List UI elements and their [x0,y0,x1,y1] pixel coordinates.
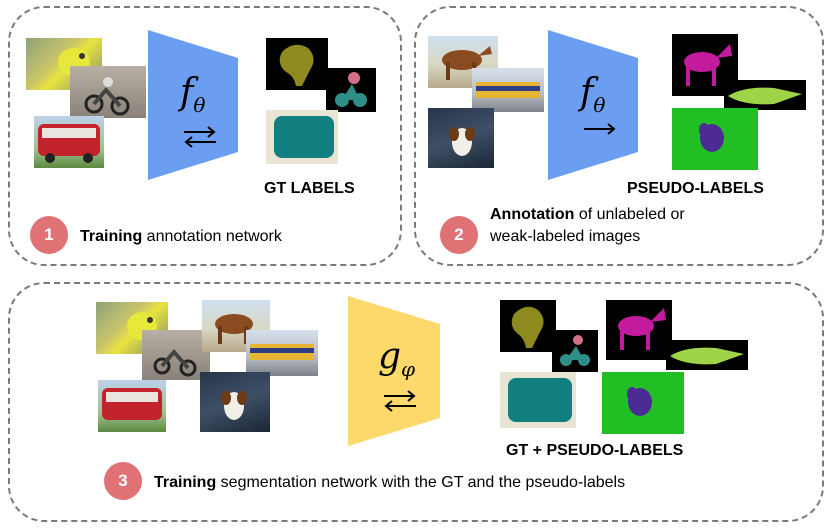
panel-training-annotation-network [8,6,402,266]
annotation-network-symbol-2: fθ [580,72,606,117]
mask-dog [672,108,758,170]
step-badge-1: 1 [30,216,68,254]
step-badge-3: 3 [104,462,142,500]
mask-parrot [266,38,328,90]
mask-horse-3 [606,300,672,360]
mask-motorbike-3 [552,330,598,372]
gt-labels-title: GT LABELS [264,180,355,197]
photo-motorbike-3 [142,330,210,380]
photo-bus [34,116,104,168]
pseudo-labels-title: PSEUDO-LABELS [627,180,764,197]
photo-train-3 [246,330,318,376]
mask-bus [266,110,338,164]
photo-train [472,68,544,112]
double-arrow-icon [384,390,416,412]
photo-bus-3 [98,380,166,432]
panel-annotation-unlabeled [414,6,824,266]
mask-motorbike [326,68,376,112]
mask-bus-3 [500,372,576,428]
segmentation-network-symbol: gφ [378,336,416,381]
mask-parrot-3 [500,300,556,352]
segmentation-network-shape [348,296,440,446]
photo-dog [428,108,494,168]
mask-dog-3 [602,372,684,434]
photo-dog-3 [200,372,270,432]
annotation-network-shape-2 [548,30,638,180]
step-3-description: Training segmentation network with the G… [154,474,626,491]
right-arrow-icon [584,123,616,135]
photo-motorbike [70,66,146,118]
step-1-description: Training annotation network [80,228,282,245]
gt-plus-pseudo-labels-title: GT + PSEUDO-LABELS [506,442,684,459]
panel-training-segmentation-network [8,282,824,522]
photo-parrot-3 [96,302,168,354]
mask-train [724,80,806,110]
step-badge-2: 2 [440,216,478,254]
mask-train-3 [666,340,748,370]
annotation-network-symbol: fθ [180,72,206,117]
double-arrow-icon [184,126,216,148]
